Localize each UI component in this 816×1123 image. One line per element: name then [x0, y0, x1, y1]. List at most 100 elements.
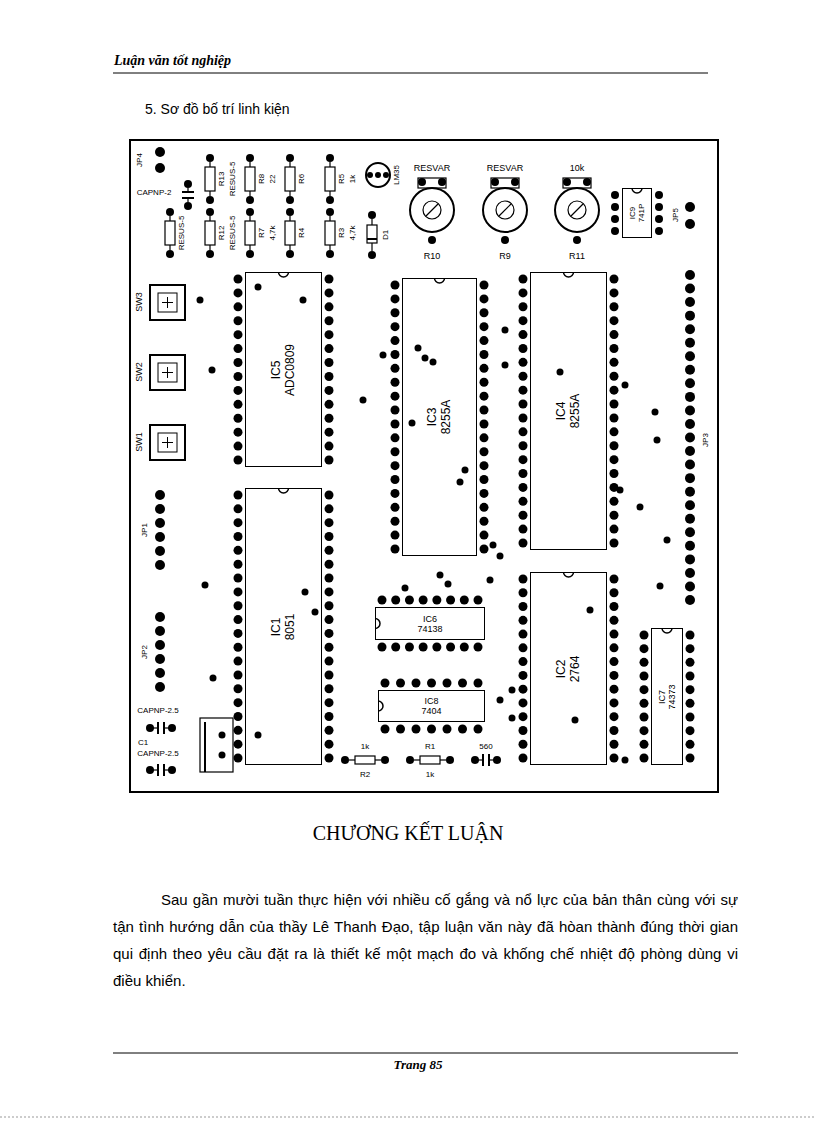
ic-pin [610, 358, 619, 367]
header-pad [155, 546, 165, 556]
ic-pin [378, 596, 387, 605]
capacitor-symbol [146, 722, 176, 734]
via [490, 542, 497, 549]
resistor-symbol [325, 154, 335, 204]
resistor-symbol [341, 756, 389, 764]
ic-pin [325, 302, 334, 311]
ic-pin [381, 725, 390, 734]
pad [375, 172, 381, 178]
ic-pin [234, 698, 243, 707]
ic-pin [234, 344, 243, 353]
ic-pin [234, 560, 243, 569]
pad [367, 172, 373, 178]
ic-pin [610, 630, 619, 639]
ic-pin [234, 740, 243, 749]
via [210, 675, 217, 682]
ic-pin [446, 643, 455, 652]
via [654, 437, 661, 444]
ic-pin [519, 427, 528, 436]
via [402, 585, 409, 592]
ic-designator: IC6 [417, 613, 442, 623]
header-pad [155, 518, 165, 528]
header-pad [685, 324, 695, 334]
ic-pin [391, 643, 400, 652]
switch-symbol [150, 355, 185, 390]
resistor-symbol [245, 208, 255, 258]
section-heading: 5. Sơ đồ bố trí linh kiện [145, 101, 290, 117]
via [652, 409, 659, 416]
header-pad [155, 560, 165, 570]
ic-pin [405, 596, 414, 605]
resistor-label: R3 [338, 227, 346, 239]
ic-package: IC674138 [375, 607, 485, 640]
ic-pin [519, 469, 528, 478]
ic-pin [519, 525, 528, 534]
ic-pin [519, 344, 528, 353]
resistor-symbol [165, 208, 175, 258]
resistor-value: RESUS-5 [178, 215, 186, 252]
switch-symbol [150, 285, 185, 320]
ic-pin [640, 754, 649, 763]
ic-pin [412, 679, 421, 688]
ic-package: IC774373 [651, 628, 683, 765]
via [409, 420, 416, 427]
ic-pin [480, 392, 489, 401]
header-pad [155, 640, 165, 650]
diode-body [367, 225, 377, 243]
header-pad [155, 682, 165, 692]
ic-pin [391, 378, 400, 387]
header-pad [685, 405, 695, 415]
ic-pin [391, 475, 400, 484]
header-pad [155, 612, 165, 622]
header-pad [685, 270, 695, 280]
ic-package: IC48255A [530, 272, 607, 550]
ic-package: IC5ADC0809 [245, 272, 322, 467]
resistor-label: R6 [298, 173, 306, 185]
ic-pin [325, 615, 334, 624]
via [415, 345, 422, 352]
ic-part-number: 7404 [421, 706, 441, 716]
resistor-label: R4 [298, 227, 306, 239]
ic-pin [480, 350, 489, 359]
resistor-value: 1k [360, 743, 370, 751]
ic-pin [640, 740, 649, 749]
ic-pin [234, 456, 243, 465]
ic-pin [611, 227, 619, 235]
ic-pin [519, 275, 528, 284]
resistor-symbol [245, 154, 255, 204]
header-pad [685, 392, 695, 402]
ic-pin [325, 574, 334, 583]
ic-pin [391, 308, 400, 317]
ic-pin [686, 685, 695, 694]
ic-pin [443, 679, 452, 688]
potentiometer-label: R11 [568, 252, 586, 261]
footer-rule [113, 1053, 738, 1054]
connector-label: JP4 [136, 152, 144, 168]
ic-pin [610, 726, 619, 735]
ic-pin [611, 215, 619, 223]
ic-pin [234, 316, 243, 325]
ic-pin [610, 344, 619, 353]
ic-pin [640, 726, 649, 735]
ic-pin [610, 643, 619, 652]
header-pad [685, 581, 695, 591]
ic-pin [325, 546, 334, 555]
ic-pin [519, 441, 528, 450]
header-pad [685, 527, 695, 537]
ic-pin [610, 455, 619, 464]
resistor-label: R5 [338, 173, 346, 185]
ic-pin [474, 596, 483, 605]
resistor-symbol [205, 208, 215, 258]
ic-part-number: 741P [637, 204, 646, 223]
diode-label: D1 [382, 229, 390, 241]
ic-pin [655, 215, 663, 223]
ic-pin [686, 740, 695, 749]
resistor-label: R8 [258, 173, 266, 185]
ic-pin [396, 679, 405, 688]
ic-pin [325, 372, 334, 381]
ic-pin [480, 545, 489, 554]
ic-pin [610, 511, 619, 520]
ic-pin [610, 754, 619, 763]
potentiometer-label: R9 [498, 252, 512, 261]
via [509, 687, 516, 694]
